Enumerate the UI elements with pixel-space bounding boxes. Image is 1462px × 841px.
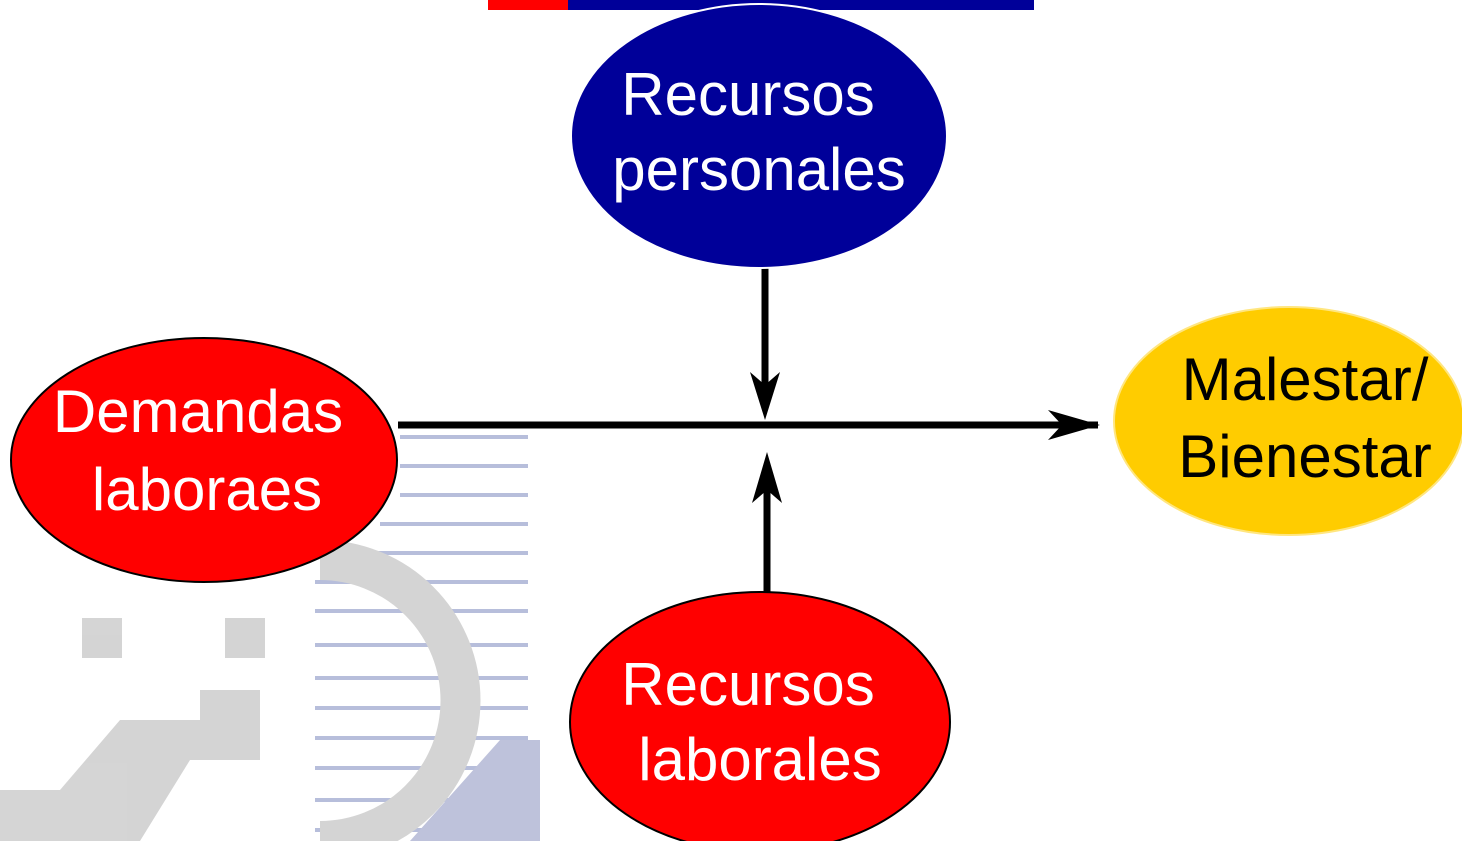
node-labor-resources-line2: laborales [638, 726, 882, 793]
watermark-dot-right [225, 618, 265, 658]
node-outcome: Malestar/ Bienestar [1113, 306, 1462, 536]
arrows [398, 265, 1100, 610]
watermark-ramp [410, 740, 540, 841]
node-demands-shape [10, 337, 398, 583]
header-bar-accent [488, 0, 568, 10]
node-personal-resources-line1: Recursos [621, 61, 874, 128]
arrow-labor-to-center-head [752, 452, 782, 503]
node-personal-resources: Recursos personales [570, 3, 948, 269]
node-demands-line2: laboraes [92, 456, 322, 523]
node-labor-resources-line1: Recursos [621, 651, 874, 718]
watermark-dot-left [82, 618, 122, 658]
node-outcome-line2: Bienestar [1178, 423, 1431, 490]
arrow-demands-to-outcome-head [1048, 410, 1100, 440]
node-labor-resources: Recursos laborales [569, 591, 951, 841]
arrow-personal-to-center-head [750, 372, 780, 420]
node-outcome-line1: Malestar/ [1182, 346, 1429, 413]
node-personal-resources-shape [570, 3, 948, 269]
node-demands-line1: Demandas [53, 378, 343, 445]
watermark-logo [0, 435, 540, 841]
watermark-check [0, 690, 260, 841]
node-demands: Demandas laboraes [10, 337, 398, 583]
watermark-arc [319, 540, 481, 841]
node-labor-resources-shape [569, 591, 951, 841]
node-outcome-shape [1113, 306, 1462, 536]
node-personal-resources-line2: personales [612, 136, 906, 203]
